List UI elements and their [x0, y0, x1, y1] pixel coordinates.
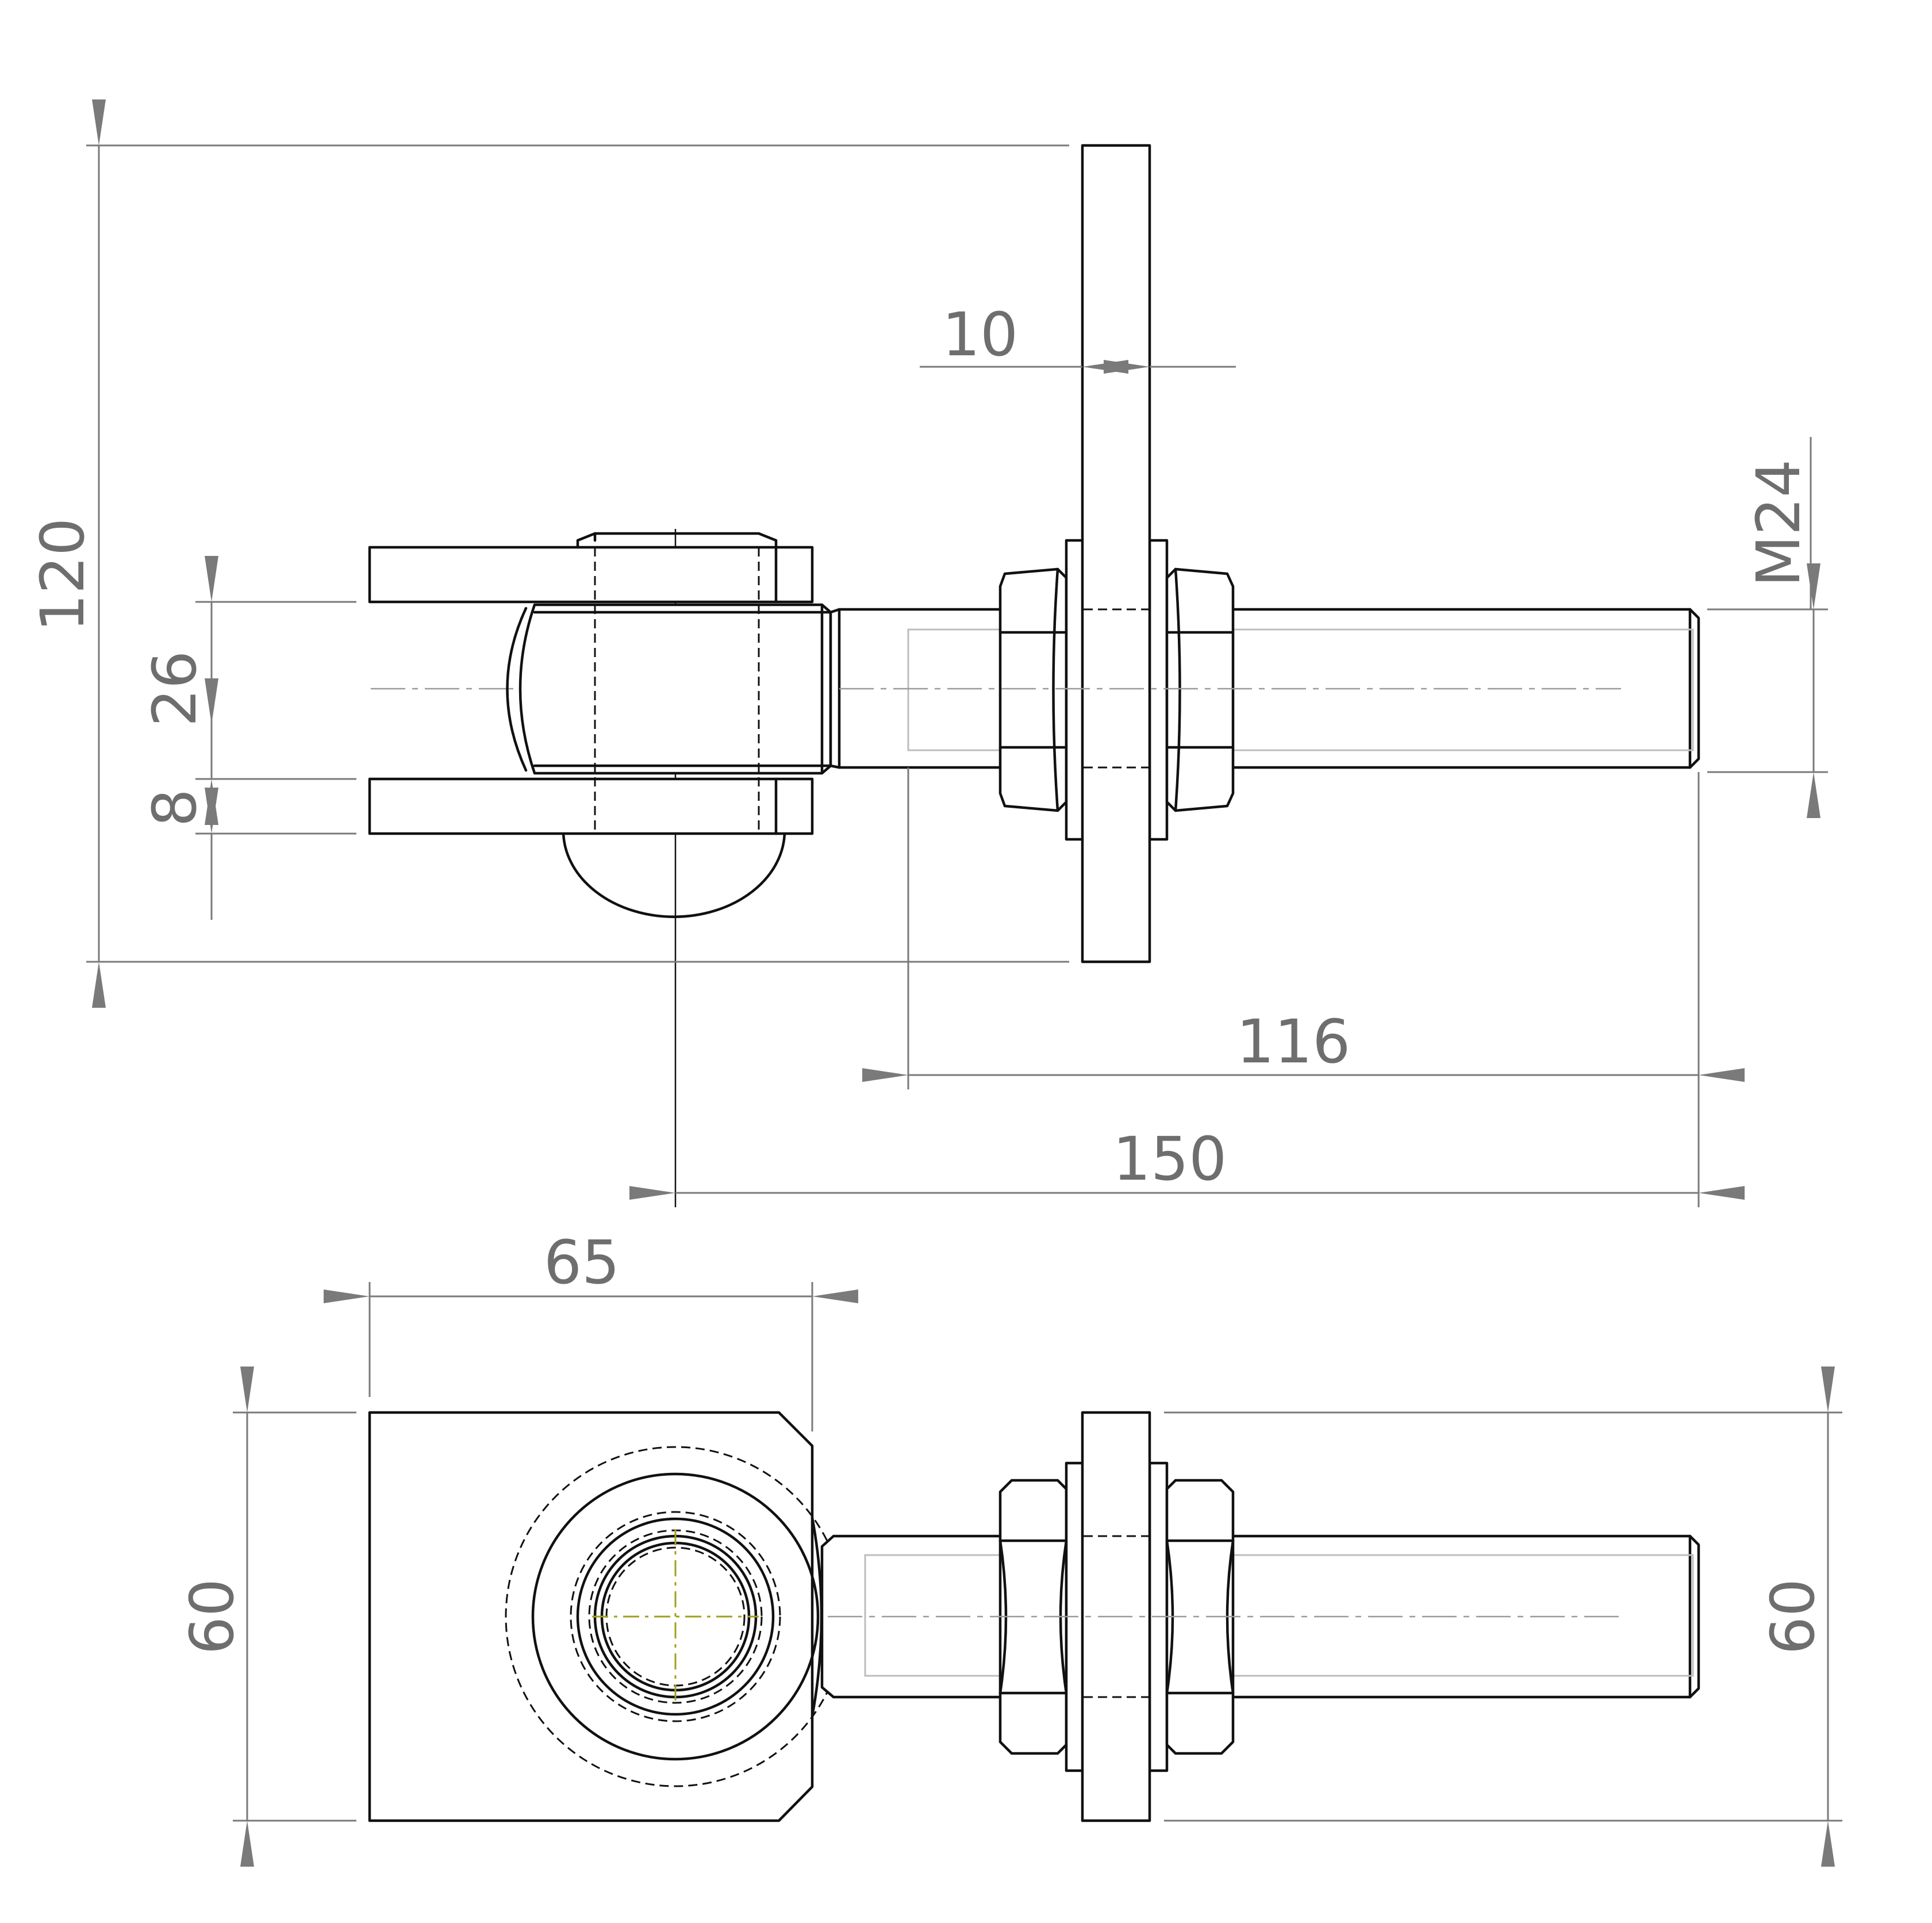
dim-thread-size: M24 — [1743, 459, 1814, 587]
dim-pin-gap: 26 — [140, 651, 210, 727]
left-washer — [1065, 539, 1085, 841]
dim-overall-length: 150 — [1113, 1124, 1227, 1194]
right-washer — [1148, 539, 1169, 841]
dim-fork-thickness: 8 — [140, 789, 210, 827]
dim-fork-height: 60 — [177, 1579, 247, 1655]
pin-eye-lower-arc — [562, 829, 786, 918]
mounting-plate — [1081, 144, 1151, 964]
eye-body — [518, 603, 832, 775]
dim-fork-width: 65 — [544, 1227, 620, 1298]
left-hex-nut — [998, 567, 1068, 812]
right-hex-nut — [1165, 567, 1235, 812]
eye-outer-circle — [531, 1472, 820, 1761]
front-dimensions: 65 60 60 — [177, 1227, 1842, 1867]
dim-overall-height: 120 — [28, 518, 98, 632]
front-view — [368, 1411, 1700, 1822]
fork-upper-prong — [368, 546, 814, 604]
dim-thread-length: 116 — [1236, 1007, 1351, 1077]
top-view — [368, 144, 1700, 1207]
dim-plate-height: 60 — [1758, 1579, 1828, 1655]
top-dimensions: 120 10 M24 26 8 116 150 — [28, 99, 1828, 1207]
fork-block — [368, 1411, 814, 1822]
pin-eye-left-arc — [506, 607, 528, 772]
dim-plate-thickness: 10 — [942, 300, 1018, 370]
pin-top-cap — [576, 532, 778, 549]
fork-lower-prong — [368, 777, 814, 835]
